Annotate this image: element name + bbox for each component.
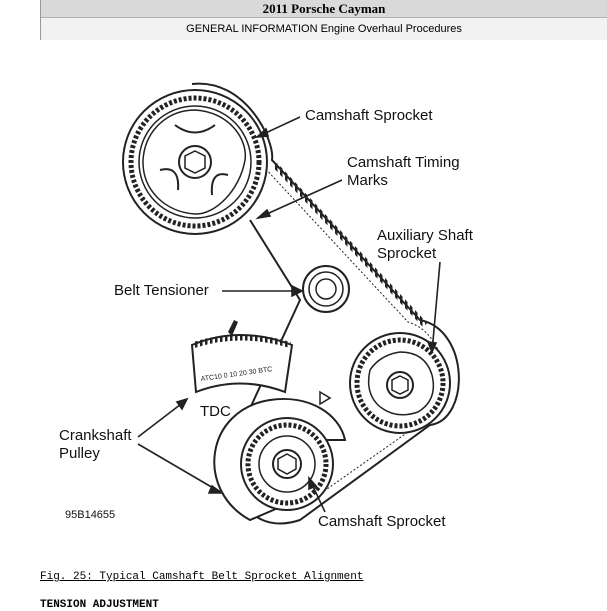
figure-id: 95B14655 — [65, 509, 116, 521]
label-tdc: TDC — [200, 403, 231, 420]
label-camshaft-sprocket-bottom: Camshaft Sprocket — [318, 513, 446, 530]
tdc-scale — [190, 320, 294, 394]
auxiliary-shaft-sprocket — [349, 332, 451, 434]
label-timing-marks-2: Marks — [347, 172, 388, 189]
document-subtitle: GENERAL INFORMATION Engine Overhaul Proc… — [41, 18, 607, 40]
label-camshaft-sprocket-top: Camshaft Sprocket — [305, 107, 433, 124]
label-crankshaft-1: Crankshaft — [59, 427, 132, 444]
crankshaft-pulley — [213, 390, 347, 522]
label-timing-marks-1: Camshaft Timing — [347, 154, 460, 171]
figure-caption: Fig. 25: Typical Camshaft Belt Sprocket … — [40, 571, 364, 583]
label-aux-shaft-1: Auxiliary Shaft — [377, 227, 473, 244]
document-title: 2011 Porsche Cayman — [41, 0, 607, 18]
camshaft-sprocket-top — [122, 89, 268, 235]
document-header: 2011 Porsche Cayman GENERAL INFORMATION … — [40, 0, 607, 40]
belt-tensioner — [302, 265, 350, 313]
leader-lines — [137, 116, 441, 513]
label-crankshaft-2: Pulley — [59, 445, 100, 462]
section-heading: TENSION ADJUSTMENT — [40, 599, 159, 611]
label-belt-tensioner: Belt Tensioner — [114, 282, 209, 299]
label-aux-shaft-2: Sprocket — [377, 245, 437, 262]
